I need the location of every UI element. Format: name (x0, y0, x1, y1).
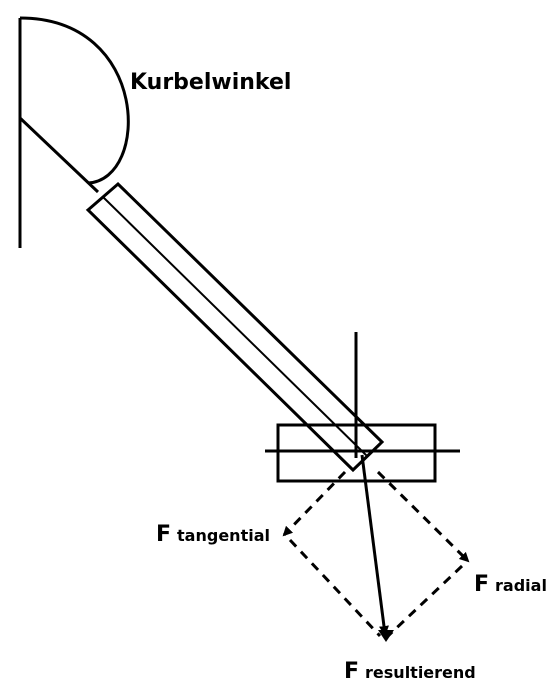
crank-line (18, 116, 100, 194)
resultant-force-arrow (360, 454, 389, 636)
tangential-force-symbol: F (156, 522, 171, 547)
radial-force-arrow (376, 470, 470, 563)
crank-angle-label: Kurbelwinkel (130, 70, 291, 95)
radial-force-subscript: radial (495, 576, 547, 595)
tangential-force-subscript: tangential (177, 526, 270, 545)
resultant-arrowhead-icon (378, 630, 394, 642)
parallelogram-side-tangential (288, 538, 382, 638)
resultant-force-subscript: resultierend (365, 663, 476, 682)
radial-force-symbol: F (474, 572, 489, 597)
connecting-rod (85, 181, 385, 473)
parallelogram-side-radial (386, 564, 464, 638)
resultant-force-symbol: F (344, 659, 359, 684)
crank-angle-arc (19, 16, 130, 185)
connecting-rod-centerline (102, 196, 368, 457)
